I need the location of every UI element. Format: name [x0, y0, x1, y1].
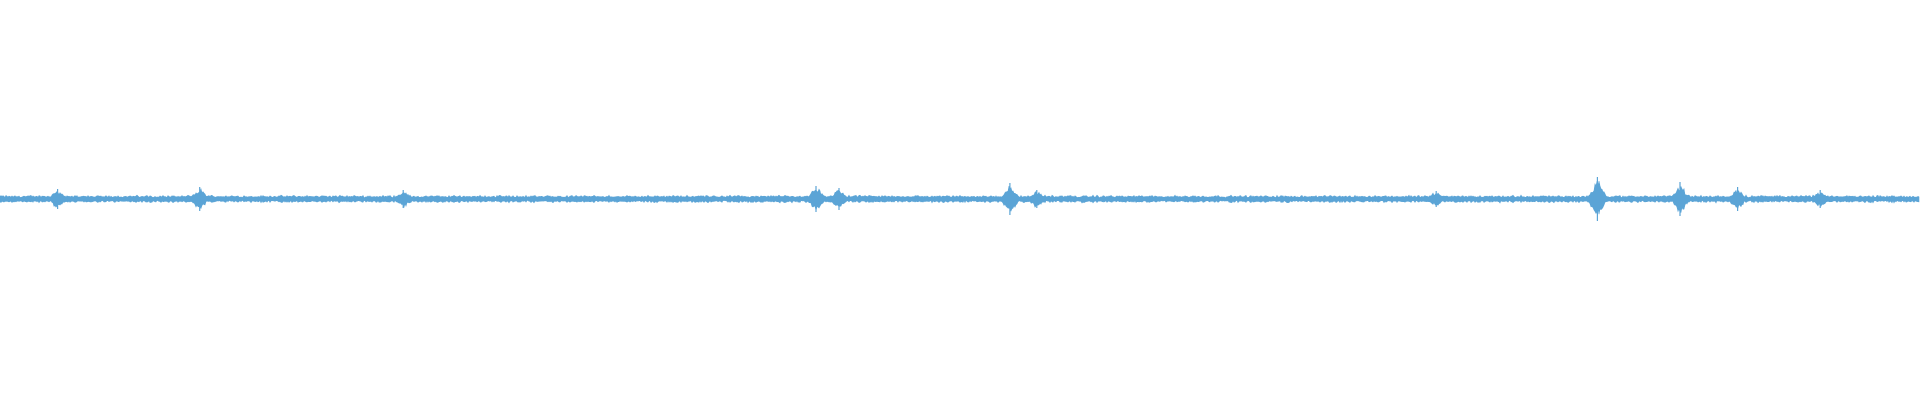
waveform-series: [0, 181, 1920, 215]
